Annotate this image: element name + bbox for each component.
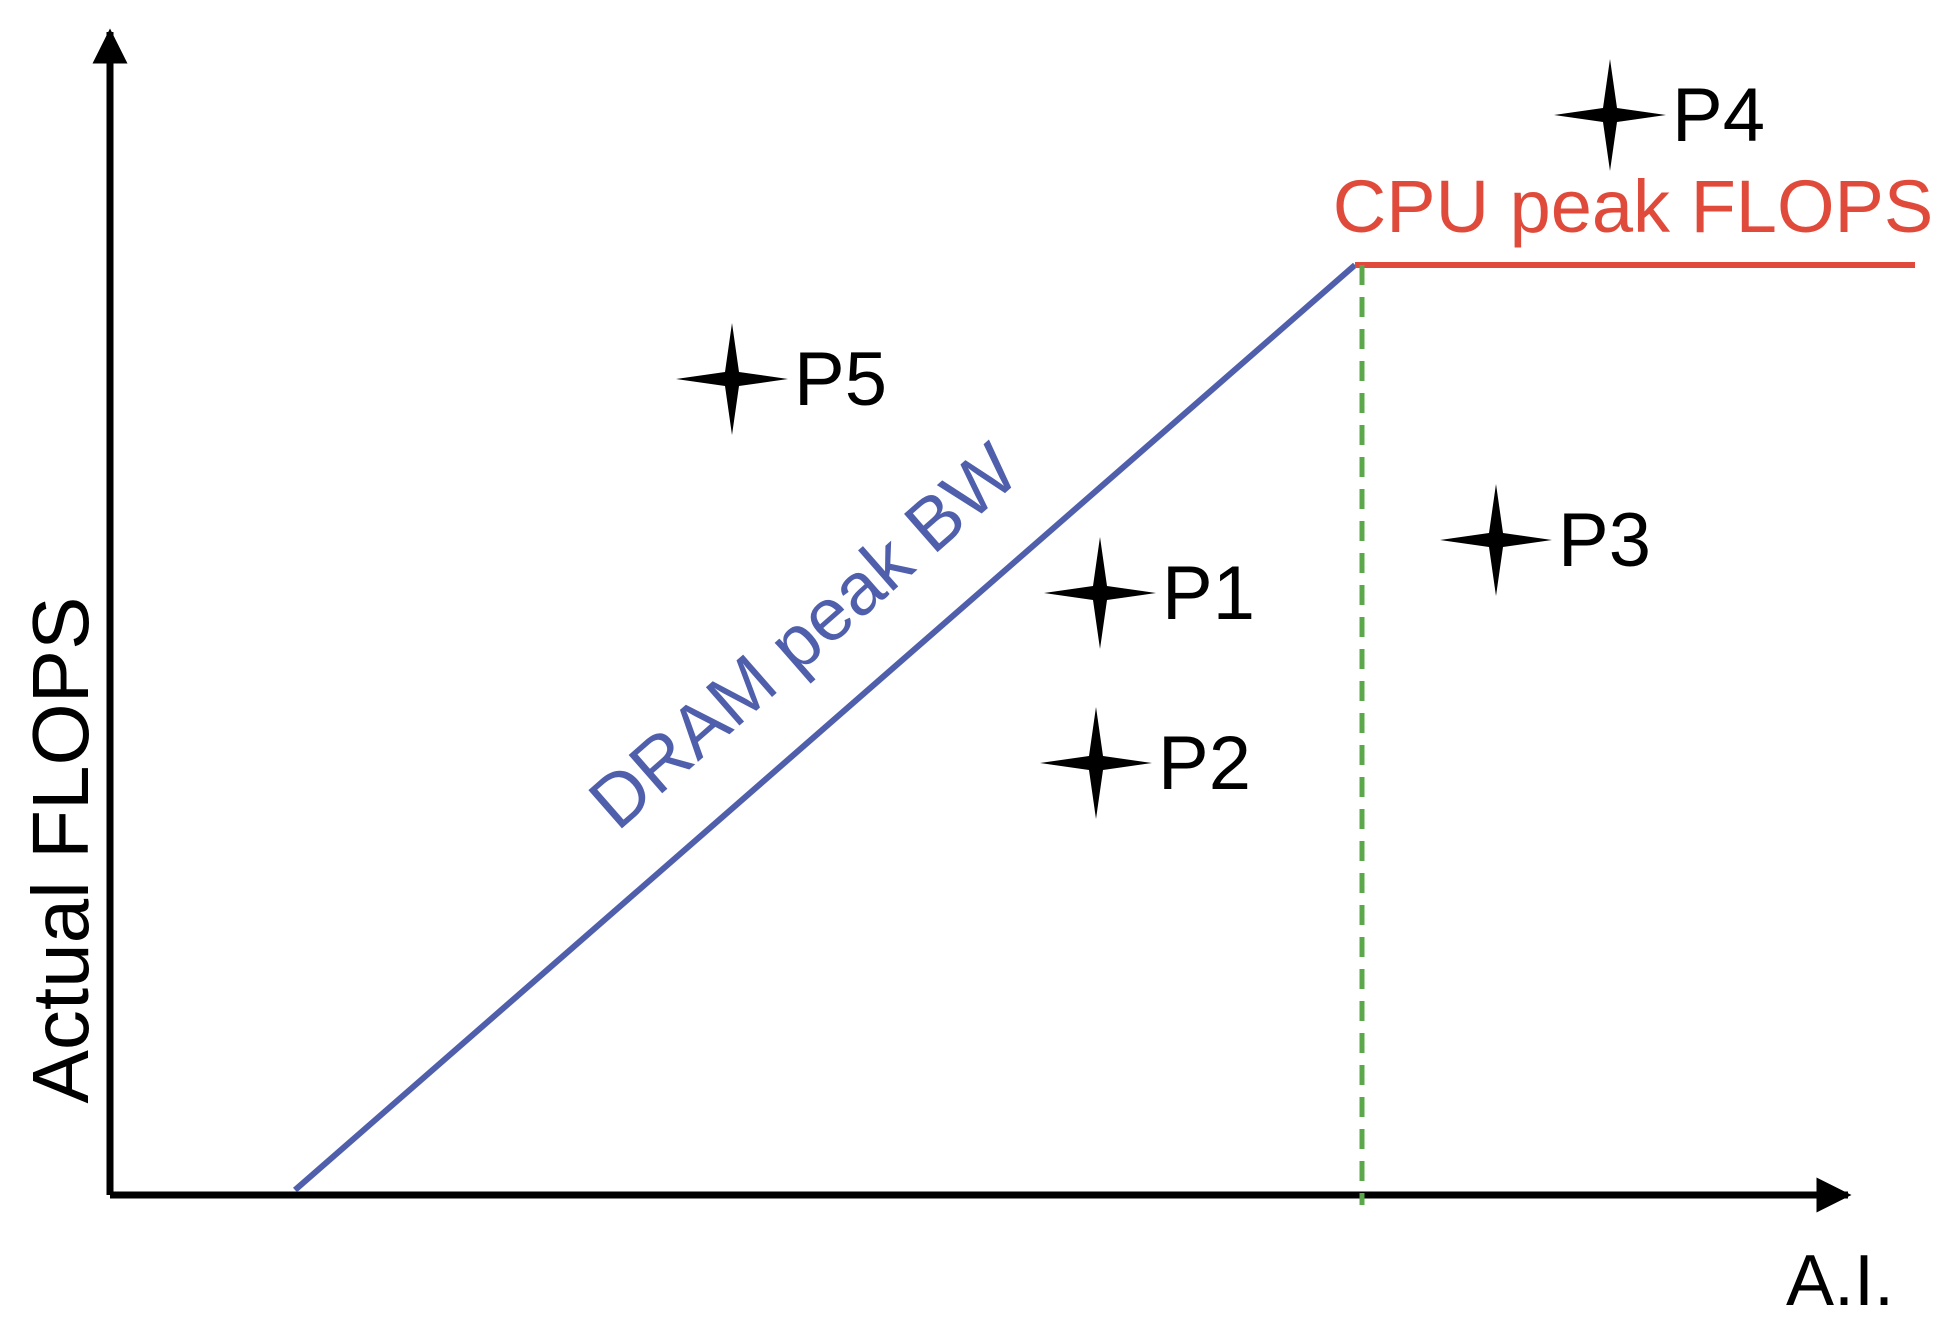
point-label-p2: P2: [1158, 721, 1251, 806]
point-marker-p5: [676, 323, 788, 435]
point-label-p5: P5: [794, 337, 887, 422]
bandwidth-roof-label: DRAM peak BW: [573, 427, 1033, 844]
point-label-p1: P1: [1162, 551, 1255, 636]
compute-roof-label: CPU peak FLOPS: [1333, 165, 1933, 248]
point-marker-p3: [1440, 484, 1552, 596]
bandwidth-roof-line: [293, 262, 1357, 1193]
point-marker-p1: [1044, 537, 1156, 649]
point-marker-p2: [1040, 707, 1152, 819]
y-axis-label: Actual FLOPS: [16, 597, 105, 1104]
point-marker-p4: [1554, 59, 1666, 171]
x-axis-label: A.I.: [1786, 1241, 1894, 1321]
point-label-p4: P4: [1672, 73, 1765, 158]
point-label-p3: P3: [1558, 498, 1651, 583]
